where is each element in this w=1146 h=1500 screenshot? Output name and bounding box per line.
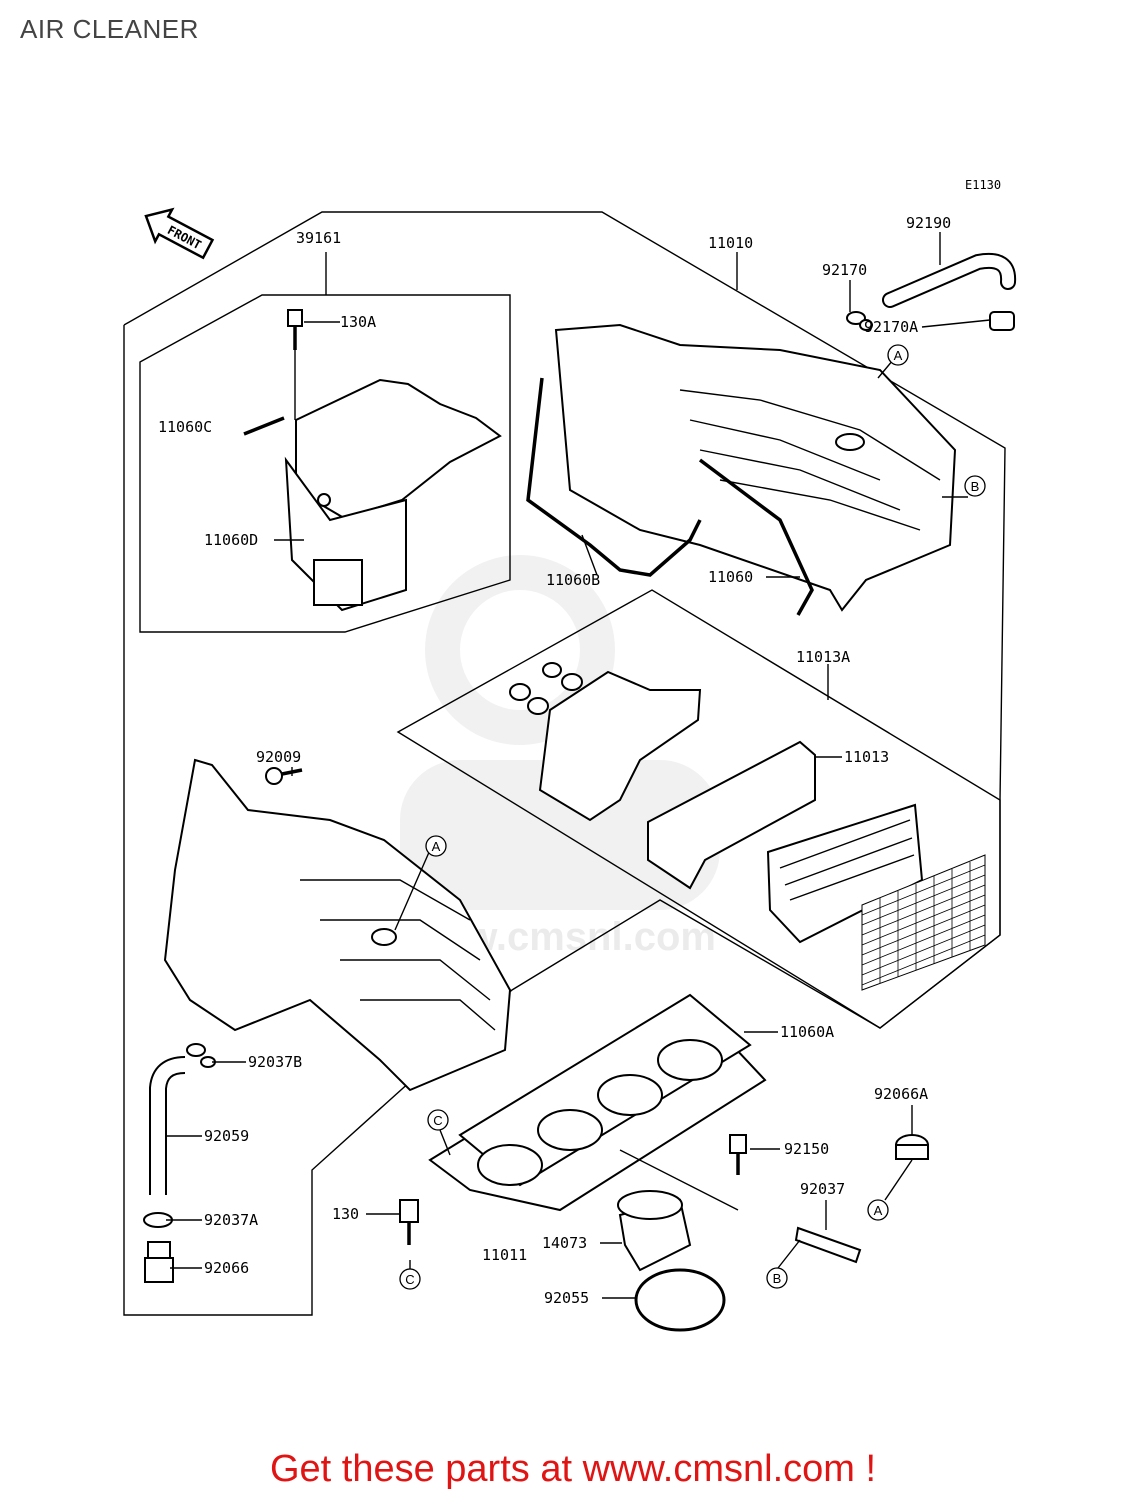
svg-text:A: A [874, 1203, 883, 1218]
leader-lines [166, 232, 991, 1299]
strap-92037-icon [794, 1226, 862, 1264]
footer-promo-link[interactable]: Get these parts at www.cmsnl.com ! [269, 1448, 877, 1490]
callout-11013: 11013 [844, 748, 889, 766]
subassembly-box-11013A [396, 589, 1001, 1029]
callout-11010: 11010 [708, 234, 753, 252]
upper-housing-part [526, 323, 957, 616]
clamp-92037b-icon [186, 1043, 216, 1068]
clamp-92170-icon [846, 311, 1015, 331]
svg-text:B: B [971, 479, 980, 494]
svg-text:C: C [405, 1272, 414, 1287]
bolt-92009-icon [265, 767, 303, 785]
callout-11013A: 11013A [796, 648, 850, 666]
callout-14073: 14073 [542, 1234, 587, 1252]
callout-130: 130 [332, 1205, 359, 1223]
page-title: AIR CLEANER [20, 14, 199, 44]
callout-11060: 11060 [708, 568, 753, 586]
ref-marker-b-bottom: B [766, 1267, 788, 1289]
callout-11060A: 11060A [780, 1023, 834, 1041]
svg-text:B: B [773, 1271, 782, 1286]
air-duct-part [243, 378, 502, 612]
base-plate-part [428, 993, 767, 1212]
svg-text:A: A [894, 348, 903, 363]
callout-92066A: 92066A [874, 1085, 928, 1103]
callout-92037: 92037 [800, 1180, 845, 1198]
plug-92066-icon [144, 1241, 174, 1283]
callout-11060D: 11060D [204, 531, 258, 549]
callout-92009: 92009 [256, 748, 301, 766]
callout-92037B: 92037B [248, 1053, 302, 1071]
ref-marker-a-bottom: A [867, 1199, 889, 1221]
callout-92170: 92170 [822, 261, 867, 279]
filter-frame-part [509, 662, 702, 822]
bolt-130a-icon [287, 309, 303, 420]
air-filter-11013-part [647, 740, 924, 944]
callout-11060C: 11060C [158, 418, 212, 436]
ref-marker-c-plate: C [427, 1109, 449, 1131]
svg-text:C: C [433, 1113, 442, 1128]
bolt-130-icon [399, 1199, 419, 1245]
callout-92066: 92066 [204, 1259, 249, 1277]
subassembly-box-39161 [139, 294, 511, 633]
callout-92059: 92059 [204, 1127, 249, 1145]
o-ring-92055-icon [634, 1268, 726, 1332]
callout-11060B: 11060B [546, 571, 600, 589]
callout-130A: 130A [340, 313, 376, 331]
ref-marker-c-bolt: C [399, 1268, 421, 1290]
cap-92066a-icon [895, 1134, 929, 1160]
hose-92190-icon [882, 253, 1017, 308]
callout-92190: 92190 [906, 214, 951, 232]
callout-92150: 92150 [784, 1140, 829, 1158]
callout-92055: 92055 [544, 1289, 589, 1307]
callout-39161: 39161 [296, 229, 341, 247]
svg-text:A: A [432, 839, 441, 854]
drain-hose-92059-icon [149, 1056, 186, 1195]
diagram-code: E1130 [965, 178, 1001, 192]
ref-marker-a-mid: A [425, 835, 447, 857]
filter-mesh-part [861, 854, 986, 991]
front-arrow-icon: FRONT [144, 207, 215, 260]
ref-marker-a-top: A [887, 344, 909, 366]
bolt-92150-icon [729, 1134, 747, 1175]
lower-housing-part [163, 758, 512, 1092]
callout-92170A: 92170A [864, 318, 918, 336]
intake-boot-14073-part [617, 1190, 692, 1272]
exploded-parts-diagram: www.cmsnl.com FRONT E1130 [123, 178, 1017, 1332]
callout-11011: 11011 [482, 1246, 527, 1264]
ref-marker-b-top: B [964, 475, 986, 497]
callout-92037A: 92037A [204, 1211, 258, 1229]
